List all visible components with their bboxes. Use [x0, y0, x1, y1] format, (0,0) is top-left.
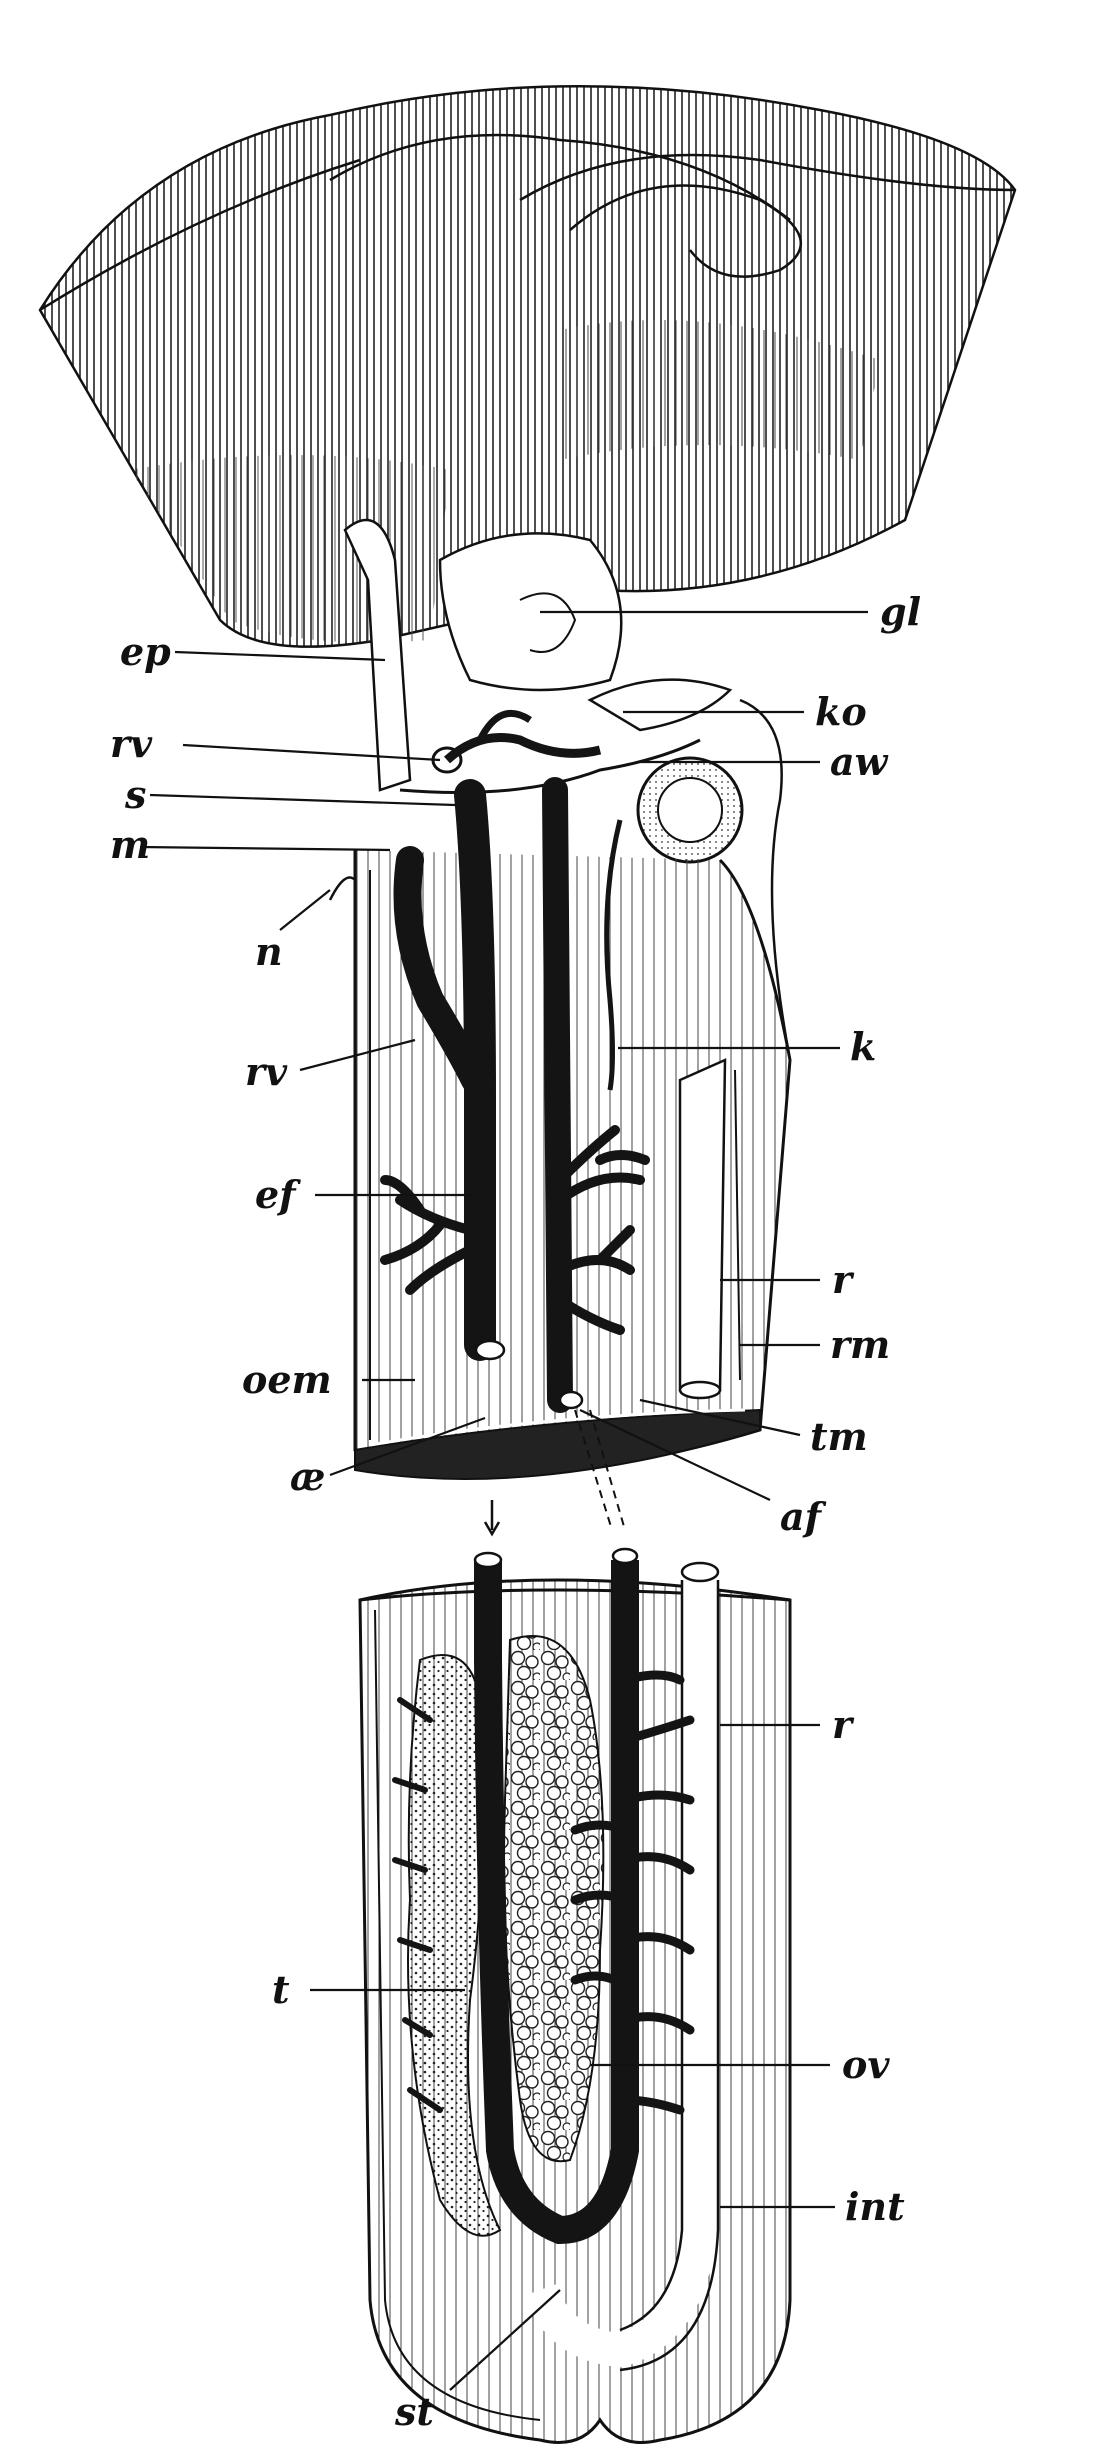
segment-connectors [483, 1409, 626, 1537]
label-r-bottom: r [832, 1702, 855, 1747]
label-r-top: r [832, 1257, 855, 1302]
label-ef: ef [255, 1172, 301, 1217]
label-ae: æ [290, 1454, 325, 1499]
label-af: af [780, 1494, 827, 1539]
label-ko: ko [815, 689, 867, 734]
blood-vessels-upper [380, 777, 650, 1413]
label-rv-top: rv [110, 721, 153, 766]
tentacle-crown [38, 84, 1017, 792]
leader-lines [139, 610, 868, 2391]
label-aw: aw [830, 739, 889, 784]
label-st: st [394, 2389, 434, 2434]
label-rv-mid: rv [245, 1049, 288, 1094]
label-ov: ov [842, 2042, 890, 2087]
lower-body-segment [358, 1547, 792, 2444]
label-tm: tm [810, 1414, 868, 1459]
stalk [399, 678, 792, 1061]
label-s: s [124, 772, 146, 817]
figure-labels: gl ep ko rv aw s m n k rv ef r rm oem tm… [110, 589, 921, 2434]
label-gl: gl [880, 589, 921, 634]
label-n: n [255, 929, 283, 974]
label-t: t [272, 1967, 290, 2012]
label-oem: oem [242, 1357, 332, 1402]
label-m: m [110, 822, 150, 867]
label-ep: ep [120, 629, 171, 674]
label-rm: rm [830, 1322, 890, 1367]
label-k: k [850, 1024, 876, 1069]
label-int: int [845, 2184, 905, 2229]
